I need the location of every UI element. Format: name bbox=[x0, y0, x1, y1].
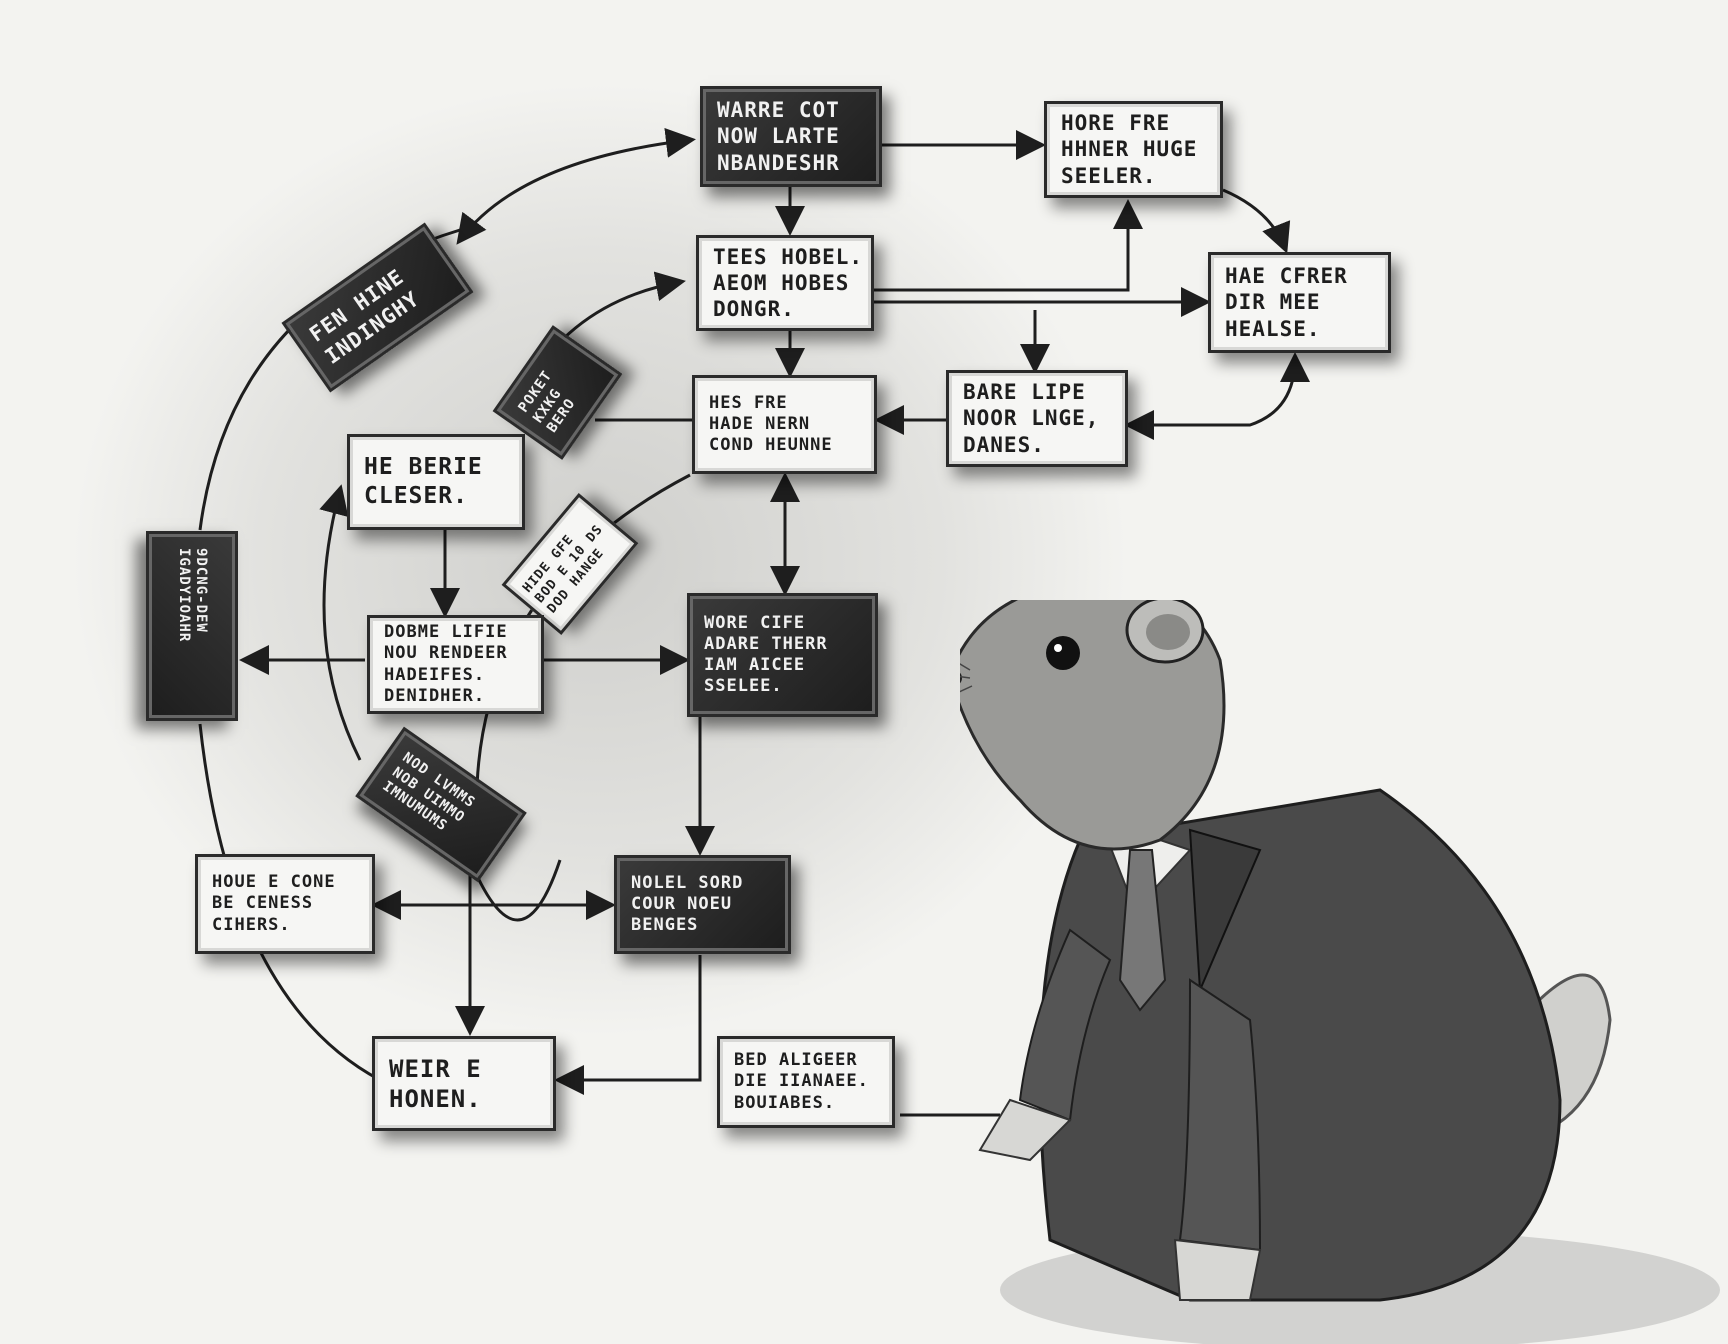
box-text: BOUIABES. bbox=[734, 1092, 836, 1113]
box-text: DOBME LIFIE bbox=[384, 622, 508, 642]
box-text: COUR NOEU bbox=[631, 893, 733, 914]
box-text: NOLEL SORD bbox=[631, 872, 744, 893]
box-text: 9DCNG-DEW bbox=[193, 548, 210, 633]
paw-left bbox=[978, 1098, 1072, 1162]
box-text: HOUE E CONE bbox=[212, 872, 336, 893]
box-text: TEES HOBEL. bbox=[713, 244, 864, 269]
box-text: HE BERIE bbox=[364, 454, 483, 481]
box-text: HADE NERN bbox=[709, 413, 811, 434]
box-text: BARE LIPE bbox=[963, 380, 1086, 405]
box-text: BE CENESS bbox=[212, 893, 314, 914]
box-text: ADARE THERR bbox=[704, 633, 828, 654]
box-text: SEELER. bbox=[1061, 163, 1157, 188]
box-text: HONEN. bbox=[389, 1084, 482, 1113]
box-text: SSELEE. bbox=[704, 676, 783, 697]
box-text: BED ALIGEER bbox=[734, 1050, 858, 1071]
box-text: CLESER. bbox=[364, 483, 468, 509]
box-text: AEOM HOBES bbox=[713, 270, 850, 295]
box-text: NOOR LNGE, bbox=[963, 406, 1100, 431]
lapel bbox=[1188, 828, 1262, 991]
sleeve-left bbox=[1018, 928, 1112, 1122]
ear-inner bbox=[1146, 614, 1190, 650]
paw-right bbox=[1173, 1238, 1262, 1301]
box-text: DIE IIANAEE. bbox=[734, 1071, 869, 1092]
box-text: HES FRE bbox=[709, 392, 788, 413]
box-text: BENGES bbox=[631, 915, 699, 936]
box-text: CIHERS. bbox=[212, 914, 291, 935]
box-text: DANES. bbox=[963, 432, 1045, 457]
nose bbox=[960, 672, 962, 684]
box-text: HAE CFRER bbox=[1225, 264, 1348, 289]
eye-highlight bbox=[1054, 644, 1062, 652]
box-text: HORE FRE bbox=[1061, 111, 1171, 136]
box-text: HHNER HUGE bbox=[1061, 137, 1198, 162]
sleeve-right bbox=[1178, 978, 1262, 1252]
box-text: DIR MEE bbox=[1225, 290, 1321, 315]
box-text: HADEIFES. bbox=[384, 664, 486, 685]
box-text: WEIR E bbox=[389, 1054, 482, 1083]
box-text: IGADYIOAHR bbox=[176, 548, 192, 643]
box-text: WARRE COT bbox=[717, 98, 840, 123]
box-text: NOW LARTE bbox=[717, 124, 840, 149]
box-text: NBANDESHR bbox=[717, 150, 840, 175]
tie bbox=[1118, 849, 1167, 1012]
box-text: DENIDHER. bbox=[384, 685, 486, 706]
whiskers bbox=[960, 663, 973, 693]
box-text: COND HEUNNE bbox=[709, 435, 833, 456]
box-text: HEALSE. bbox=[1225, 316, 1321, 341]
box-text: DONGR. bbox=[713, 297, 795, 322]
box-text: NOU RENDEER bbox=[384, 643, 508, 664]
eye bbox=[1046, 636, 1080, 670]
box-text: IAM AICEE bbox=[704, 655, 806, 675]
hamster-in-suit-illustration bbox=[960, 600, 1720, 1344]
box-text: WORE CIFE bbox=[704, 612, 806, 633]
